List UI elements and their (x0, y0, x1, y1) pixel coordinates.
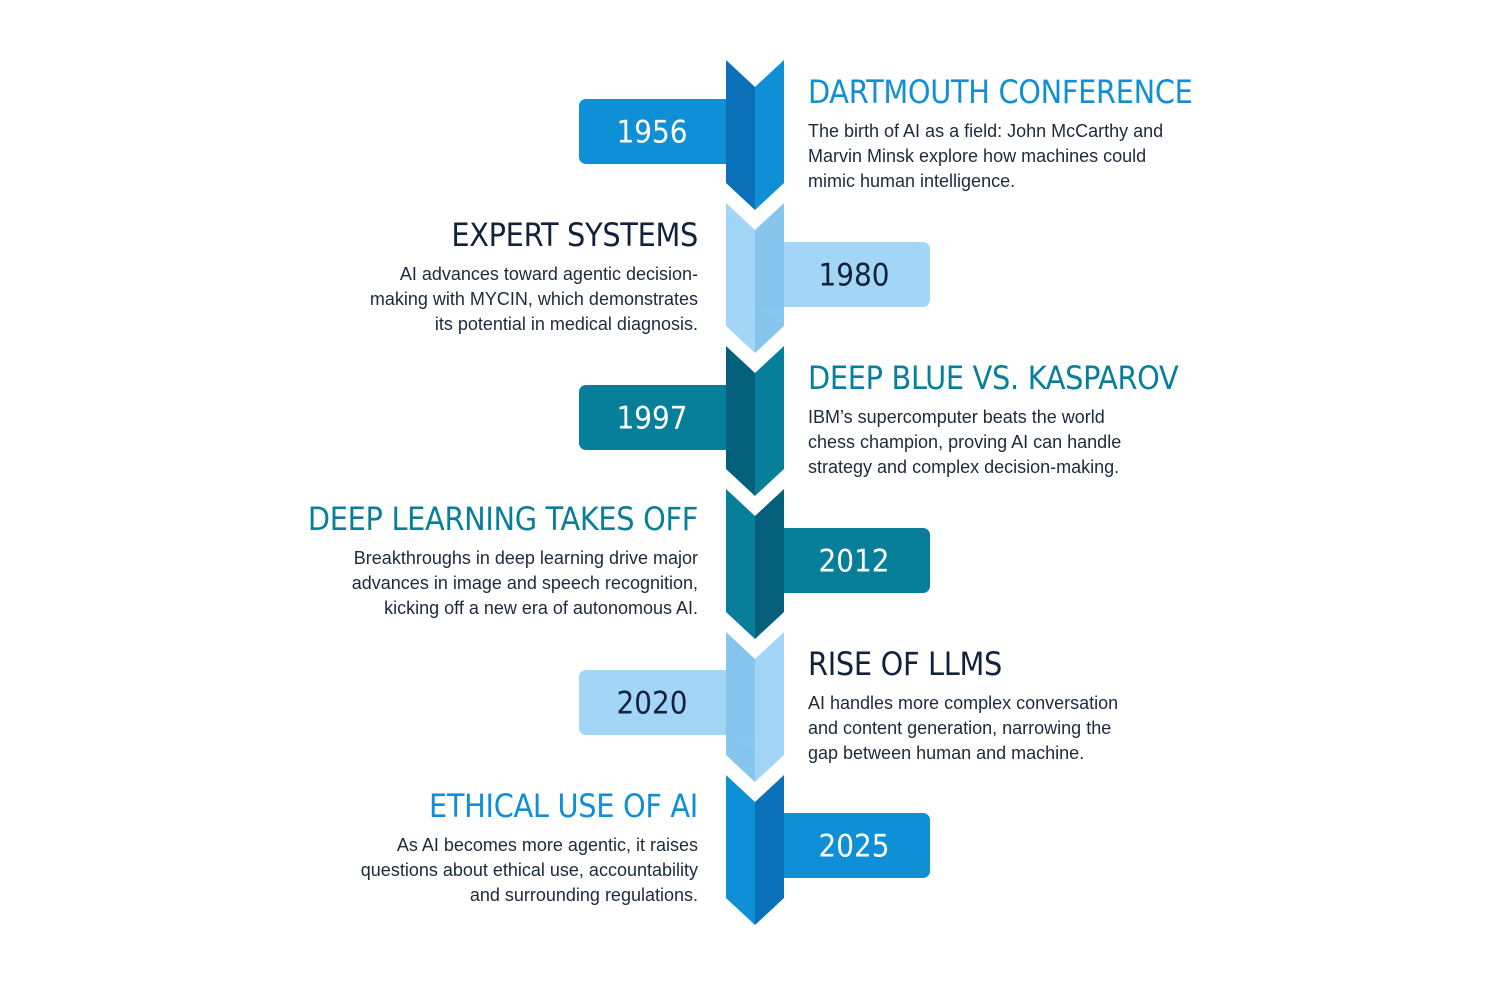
event-description: IBM’s supercomputer beats the world ches… (808, 407, 1122, 477)
ribbon-segment-left (726, 60, 755, 210)
ribbon-fold (726, 735, 755, 753)
ribbon-segment-left (726, 632, 755, 782)
ribbon-segment-left (726, 346, 755, 496)
ribbon-fold (726, 164, 755, 182)
event-title: DEEP LEARNING TAKES OFF (307, 500, 698, 538)
event-title: DEEP BLUE VS. KASPAROV (808, 359, 1179, 397)
ribbon-segment-right (755, 489, 784, 639)
event-ethical-use-of-ai: ETHICAL USE OF AI As AI becomes more age… (298, 787, 699, 908)
ribbon-segment-right (755, 203, 784, 353)
event-title: RISE OF LLMS (808, 645, 1003, 683)
year-label: 1980 (819, 258, 890, 294)
event-title: EXPERT SYSTEMS (451, 216, 698, 254)
event-description: AI handles more complex conversation and… (808, 693, 1119, 763)
event-title: DARTMOUTH CONFERENCE (808, 73, 1193, 111)
year-label: 1997 (617, 401, 688, 437)
ribbon-segment-left (726, 489, 755, 639)
event-description: AI advances toward agentic decision- mak… (369, 264, 698, 334)
ribbon-segment-right (755, 346, 784, 496)
year-label: 2020 (617, 686, 688, 722)
ribbon-segment-right (755, 60, 784, 210)
event-rise-of-llms: RISE OF LLMS AI handles more complex con… (808, 646, 1208, 766)
year-label: 2012 (819, 544, 890, 580)
ribbon-fold (726, 450, 755, 468)
ribbon-fold (755, 593, 784, 611)
ribbon-segment-right (755, 632, 784, 782)
event-description: The birth of AI as a field: John McCarth… (808, 121, 1164, 191)
ribbon-segment-right (755, 775, 784, 925)
year-label: 2025 (819, 829, 890, 865)
event-expert-systems: EXPERT SYSTEMS AI advances toward agenti… (298, 217, 698, 337)
event-title: ETHICAL USE OF AI (429, 787, 698, 825)
ribbon-fold (755, 307, 784, 325)
ribbon-segment-left (726, 203, 755, 353)
ribbon-segment-left (726, 775, 755, 925)
event-deep-learning-takes-off: DEEP LEARNING TAKES OFF Breakthroughs in… (298, 501, 698, 621)
ribbon-fold (755, 878, 784, 896)
year-label: 1956 (617, 115, 688, 151)
event-deep-blue-vs-kasparov: DEEP BLUE VS. KASPAROV IBM’s supercomput… (808, 360, 1208, 480)
event-description: Breakthroughs in deep learning drive maj… (351, 548, 698, 618)
event-description: As AI becomes more agentic, it raises qu… (360, 835, 698, 905)
event-dartmouth-conference: DARTMOUTH CONFERENCE The birth of AI as … (808, 74, 1208, 194)
